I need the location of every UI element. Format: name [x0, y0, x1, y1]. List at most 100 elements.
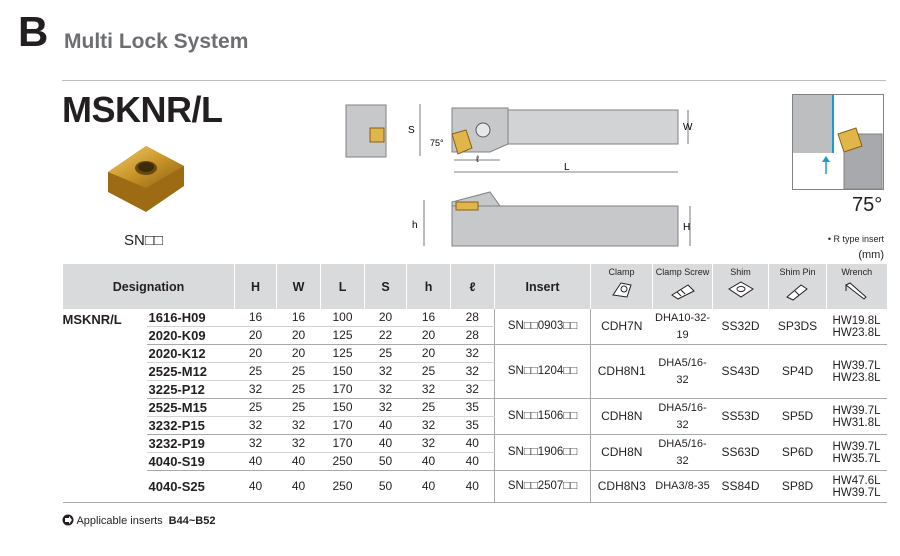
- holder-drawing: S 75° W ℓ L h H: [345, 104, 693, 247]
- cell-h: 20: [406, 326, 451, 345]
- insert-code-label: SN□□: [124, 232, 163, 249]
- cell-S: 40: [364, 416, 407, 435]
- col-clamp-screw: Clamp Screw: [652, 264, 713, 309]
- cell-H: 16: [234, 309, 277, 327]
- wrench-2: HW39.7L: [832, 486, 881, 499]
- unit-note: (mm): [858, 249, 884, 261]
- wrench-2: HW23.8L: [832, 326, 881, 339]
- cell-l: 35: [450, 398, 495, 417]
- cell-clamp-screw: DHA5/16-32: [652, 344, 713, 399]
- cell-h: 25: [406, 362, 451, 381]
- col-h: h: [406, 264, 451, 309]
- row-code: 3225-P12: [146, 380, 235, 399]
- cell-H: 32: [234, 380, 277, 399]
- wrench-2: HW23.8L: [832, 371, 881, 384]
- cell-shim: SS84D: [712, 470, 769, 503]
- cell-W: 40: [276, 452, 321, 471]
- dim-H: H: [683, 222, 690, 233]
- cell-h: 16: [406, 309, 451, 327]
- dim-W: W: [683, 122, 693, 133]
- cell-shim-pin: SP8D: [768, 470, 827, 503]
- cell-clamp-screw: DHA3/8-35: [652, 470, 713, 503]
- col-H: H: [234, 264, 277, 309]
- cell-L: 100: [320, 309, 365, 327]
- cell-S: 25: [364, 344, 407, 363]
- cell-H: 25: [234, 362, 277, 381]
- cell-shim: SS63D: [712, 434, 769, 471]
- col-insert: Insert: [494, 264, 591, 309]
- cell-shim-pin: SP5D: [768, 398, 827, 435]
- section-title: Multi Lock System: [64, 30, 249, 53]
- cell-shim: SS53D: [712, 398, 769, 435]
- cell-L: 150: [320, 398, 365, 417]
- clamp-screw-icon: [670, 284, 695, 300]
- series-name: MSKNR/L: [62, 309, 147, 503]
- cell-clamp: CDH8N: [590, 398, 653, 435]
- shim-icon: [727, 281, 754, 298]
- cell-l: 28: [450, 309, 495, 327]
- cell-l: 40: [450, 452, 495, 471]
- cell-clamp-screw: DHA5/16-32: [652, 434, 713, 471]
- cell-clamp: CDH8N1: [590, 344, 653, 399]
- applicable-inserts-link[interactable]: Applicable inserts B44~B52: [62, 514, 215, 527]
- cell-L: 170: [320, 380, 365, 399]
- cell-L: 125: [320, 326, 365, 345]
- cell-S: 50: [364, 452, 407, 471]
- cell-shim: SS32D: [712, 309, 769, 345]
- row-code: 2525-M15: [146, 398, 235, 417]
- cell-shim-pin: SP6D: [768, 434, 827, 471]
- row-code: 2525-M12: [146, 362, 235, 381]
- cell-W: 32: [276, 416, 321, 435]
- wrench-2: HW35.7L: [832, 452, 881, 465]
- cell-h: 40: [406, 470, 451, 503]
- approach-angle-label: 75°: [852, 194, 883, 216]
- cell-L: 170: [320, 434, 365, 453]
- cell-H: 25: [234, 398, 277, 417]
- cell-H: 20: [234, 326, 277, 345]
- cell-W: 20: [276, 326, 321, 345]
- cell-W: 16: [276, 309, 321, 327]
- cell-clamp-screw: DHA10-32-19: [652, 309, 713, 345]
- row-code: 2020-K12: [146, 344, 235, 363]
- wrench-2: HW31.8L: [832, 416, 881, 429]
- shim-pin-label: Shim Pin: [779, 267, 816, 277]
- col-S: S: [364, 264, 407, 309]
- cell-h: 32: [406, 380, 451, 399]
- application-diagram: [792, 94, 884, 190]
- cell-l: 40: [450, 470, 495, 503]
- col-designation: Designation: [61, 264, 235, 309]
- dim-L: L: [564, 162, 570, 173]
- cell-l: 32: [450, 362, 495, 381]
- cell-H: 20: [234, 344, 277, 363]
- cell-W: 20: [276, 344, 321, 363]
- applicable-inserts-text: Applicable inserts: [76, 515, 163, 527]
- cell-l: 35: [450, 416, 495, 435]
- col-L: L: [320, 264, 365, 309]
- cell-l: 32: [450, 380, 495, 399]
- cell-clamp: CDH8N: [590, 434, 653, 471]
- applicable-inserts-pages: B44~B52: [168, 515, 216, 527]
- shim-label: Shim: [730, 267, 751, 277]
- col-wrench: Wrench: [826, 264, 887, 309]
- cell-W: 25: [276, 398, 321, 417]
- dim-l: ℓ: [476, 154, 480, 164]
- cell-S: 32: [364, 380, 407, 399]
- insert-image: [108, 146, 184, 212]
- wrench-label: Wrench: [841, 267, 873, 277]
- row-code: 3232-P19: [146, 434, 235, 453]
- cell-H: 40: [234, 452, 277, 471]
- cell-shim-pin: SP4D: [768, 344, 827, 399]
- clamp-icon: [611, 282, 632, 298]
- cell-h: 25: [406, 398, 451, 417]
- wrench-1: HW19.8L: [832, 314, 881, 327]
- cell-insert: SN□□0903□□: [494, 309, 591, 345]
- cell-clamp-screw: DHA5/16-32: [652, 398, 713, 435]
- cell-clamp: CDH8N3: [590, 470, 653, 503]
- cell-insert: SN□□1204□□: [494, 344, 591, 399]
- cell-L: 170: [320, 416, 365, 435]
- cell-h: 32: [406, 416, 451, 435]
